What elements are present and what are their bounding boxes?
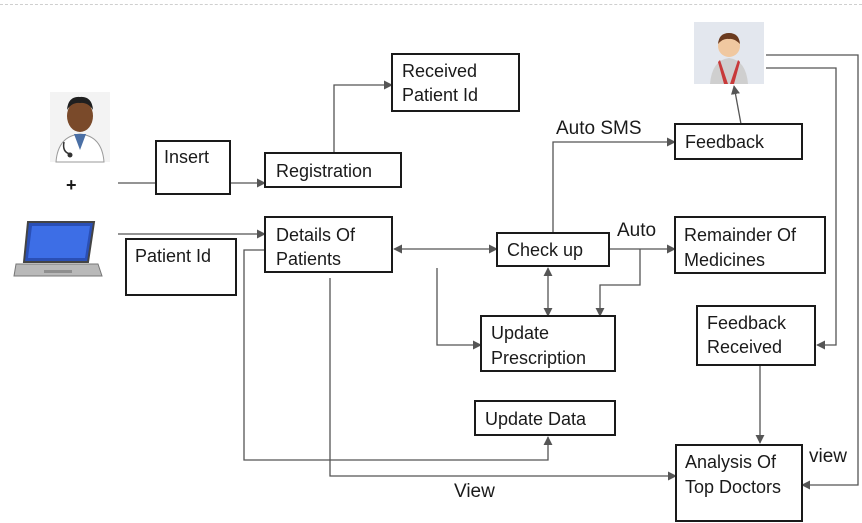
svg-text:Remainder Of: Remainder Of — [684, 225, 797, 245]
edges — [118, 54, 859, 490]
svg-text:Received: Received — [402, 61, 477, 81]
svg-text:Patient Id: Patient Id — [135, 246, 211, 266]
svg-text:Check up: Check up — [507, 240, 583, 260]
svg-text:Patient Id: Patient Id — [402, 85, 478, 105]
edge-details-analysis — [329, 278, 677, 481]
label-view-bottom: View — [454, 481, 495, 502]
box-label-line: Registration — [276, 161, 372, 181]
box-update-prescription[interactable]: Update Prescription — [480, 315, 616, 372]
box-label-line: Update Data — [485, 409, 587, 429]
box-label-line: Update — [491, 323, 549, 343]
svg-text:Feedback: Feedback — [685, 132, 765, 152]
svg-text:Details Of: Details Of — [276, 225, 356, 245]
plus-sign: + — [66, 175, 77, 195]
svg-text:Patients: Patients — [276, 249, 341, 269]
box-label-line: Patients — [276, 249, 341, 269]
box-remainder-of-medicines[interactable]: Remainder Of Medicines — [674, 216, 826, 274]
edge-patient-analysis — [766, 54, 859, 490]
svg-text:Insert: Insert — [164, 147, 209, 167]
edge-patient-feedback-received — [766, 67, 837, 350]
box-label-line: Analysis Of — [685, 452, 777, 472]
edge-auto-prescription — [595, 249, 641, 317]
box-received-patient-id[interactable]: Received Patient Id — [391, 53, 520, 112]
edge-details-prescription — [436, 268, 482, 350]
box-registration[interactable]: Registration — [264, 152, 402, 188]
box-check-up[interactable]: Check up — [496, 232, 610, 267]
label-view-right: view — [809, 446, 847, 467]
edge-checkup-feedback — [552, 137, 676, 233]
box-details-of-patients[interactable]: Details Of Patients — [264, 216, 393, 273]
box-label-line: Medicines — [684, 250, 765, 270]
svg-text:Feedback: Feedback — [707, 313, 787, 333]
label-auto-sms: Auto SMS — [556, 118, 642, 139]
svg-text:Registration: Registration — [276, 161, 372, 181]
box-feedback-received[interactable]: Feedback Received — [696, 305, 816, 366]
box-label-line: Feedback — [685, 132, 765, 152]
box-label-line: Details Of — [276, 225, 356, 245]
svg-text:Prescription: Prescription — [491, 348, 586, 368]
box-label-line: Feedback — [707, 313, 787, 333]
svg-text:Top Doctors: Top Doctors — [685, 477, 781, 497]
doctor-icon — [50, 92, 110, 163]
laptop-icon — [13, 221, 103, 277]
box-label-line: Received — [707, 337, 782, 357]
top-dashed-line — [0, 4, 862, 5]
box-label-line: Patient Id — [135, 246, 211, 266]
box-label-line: Prescription — [491, 348, 586, 368]
label-auto: Auto — [617, 220, 656, 241]
box-insert[interactable]: Insert — [155, 140, 231, 195]
edge-details-update-data — [243, 249, 553, 461]
box-label-line: Check up — [507, 240, 583, 260]
box-label-line: Top Doctors — [685, 477, 781, 497]
box-label-line: Remainder Of — [684, 225, 797, 245]
svg-text:Analysis Of: Analysis Of — [685, 452, 777, 472]
svg-text:Update Data: Update Data — [485, 409, 587, 429]
box-update-data[interactable]: Update Data — [474, 400, 616, 436]
box-label-line: Received — [402, 61, 477, 81]
box-feedback[interactable]: Feedback — [674, 123, 803, 160]
edge-registration-received — [333, 80, 393, 153]
patient-icon — [694, 22, 764, 84]
box-patient-id[interactable]: Patient Id — [125, 238, 237, 296]
svg-text:Received: Received — [707, 337, 782, 357]
box-label-line: Patient Id — [402, 85, 478, 105]
box-analysis-of-top-doctors[interactable]: Analysis Of Top Doctors — [675, 444, 803, 522]
edge-feedback-patient — [731, 85, 742, 125]
box-label-line: Insert — [164, 147, 209, 167]
svg-text:Update: Update — [491, 323, 549, 343]
svg-text:Medicines: Medicines — [684, 250, 765, 270]
